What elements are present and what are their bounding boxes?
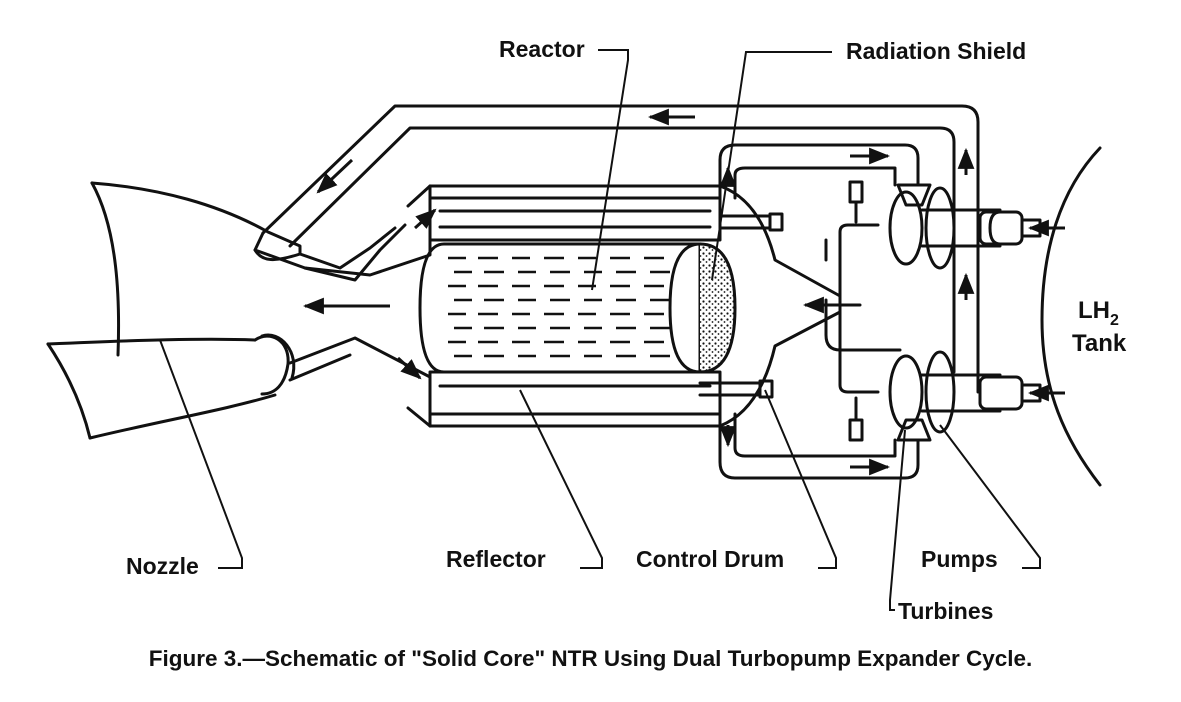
label-radiation-shield: Radiation Shield xyxy=(846,38,1027,64)
coolant-return-duct xyxy=(253,104,980,394)
reflector-top xyxy=(428,196,722,242)
label-lh2-subscript: 2 xyxy=(1110,312,1119,329)
turbopump-lower xyxy=(888,350,1042,442)
flow-arrows xyxy=(302,108,1065,476)
figure-caption: Figure 3.—Schematic of "Solid Core" NTR … xyxy=(148,646,1033,671)
control-drum-bottom xyxy=(698,379,774,399)
label-lh2: LH2 xyxy=(1078,297,1119,329)
label-lh2-main: LH xyxy=(1078,297,1110,324)
label-nozzle: Nozzle xyxy=(126,553,199,579)
label-control-drum: Control Drum xyxy=(636,546,785,572)
lh2-tank xyxy=(1040,146,1102,487)
label-pumps: Pumps xyxy=(921,546,998,572)
label-tank: Tank xyxy=(1072,330,1127,357)
radiation-shield-shape xyxy=(668,242,737,374)
leader-lines xyxy=(159,49,1041,611)
label-reflector: Reflector xyxy=(446,546,546,572)
control-drum-top xyxy=(718,212,784,232)
reflector-bottom xyxy=(428,370,722,416)
fuel-elements xyxy=(446,256,672,358)
label-turbines: Turbines xyxy=(898,598,994,624)
nozzle-shape xyxy=(46,181,302,440)
label-reactor: Reactor xyxy=(499,36,585,62)
turbopump-upper xyxy=(888,183,1042,270)
reactor-core xyxy=(418,242,702,374)
turbine-feed-lines xyxy=(718,143,920,480)
